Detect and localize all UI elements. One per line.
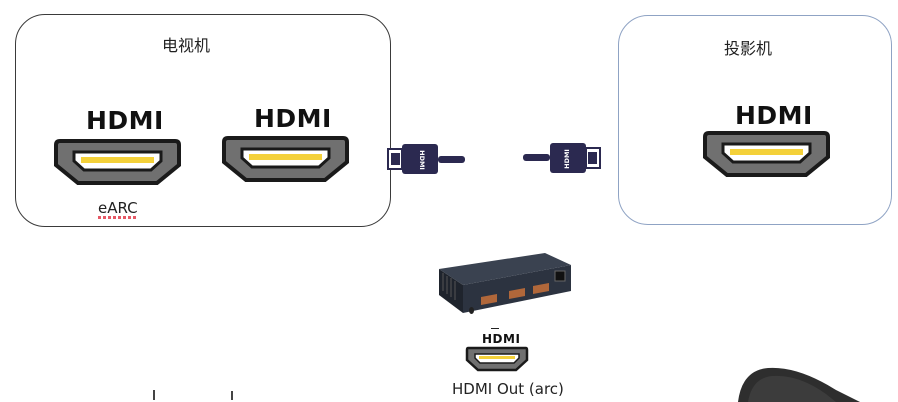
tv-port2-label: HDMI <box>254 104 332 133</box>
projector-port-label: HDMI <box>735 101 813 130</box>
divider-mark <box>491 328 499 329</box>
hdmi-port-icon <box>54 139 181 185</box>
tv-port1-label: HDMI <box>86 106 164 135</box>
hdmi-out-label: HDMI Out (arc) <box>452 380 564 398</box>
status-led <box>469 307 474 314</box>
device-port-label: HDMI <box>482 332 521 346</box>
partial-mark <box>153 390 155 400</box>
earc-label: eARC <box>98 199 138 219</box>
hdmi-cable-plug-icon: HDMI <box>387 144 465 174</box>
cable-plug-text: HDMI <box>563 149 571 169</box>
hdmi-arc-extractor-device-icon <box>439 253 571 313</box>
hdmi-cable-plug-icon: HDMI <box>523 143 601 173</box>
tv-panel <box>15 14 391 227</box>
hdmi-port-icon <box>222 136 349 182</box>
projector-title: 投影机 <box>724 39 773 58</box>
partial-mark <box>231 391 233 400</box>
tv-title: 电视机 <box>162 36 211 55</box>
cable-plug-text: HDMI <box>418 150 426 170</box>
hdmi-port-icon <box>703 131 830 177</box>
partial-device-icon <box>738 367 860 402</box>
projector-panel <box>618 15 892 225</box>
hdmi-port-icon <box>465 346 529 372</box>
